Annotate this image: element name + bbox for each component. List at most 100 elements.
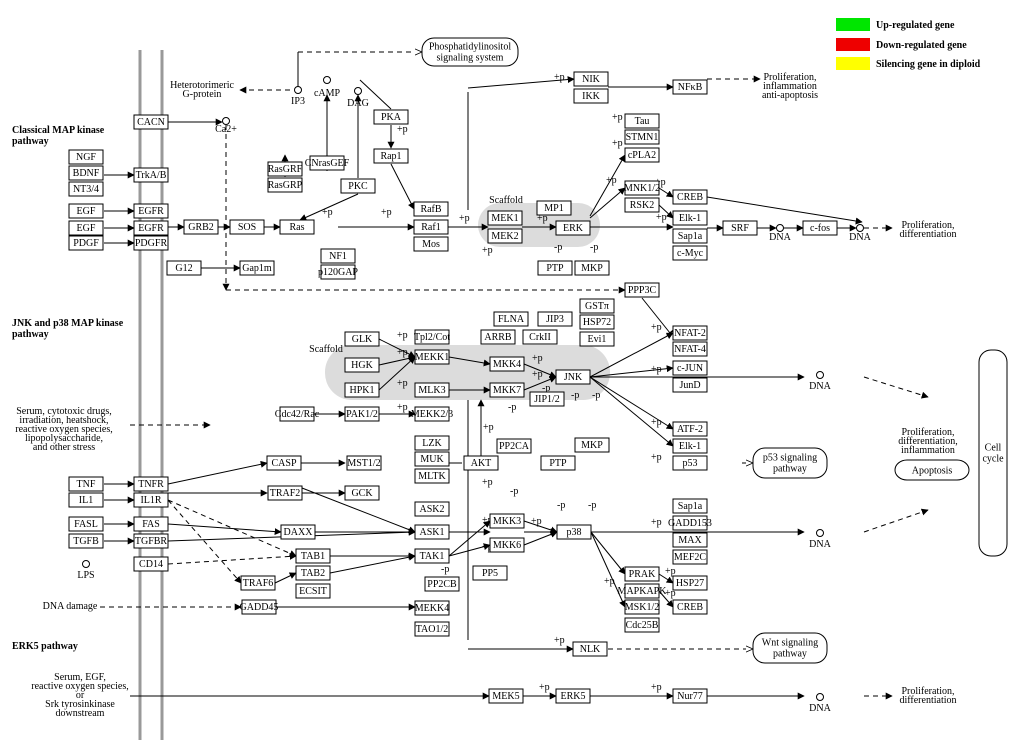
gene-node-mkp[interactable]: MKP [574, 260, 610, 276]
gene-node-traf6[interactable]: TRAF6 [240, 575, 276, 591]
gene-node-cnrasgef[interactable]: CNrasGEF [305, 155, 350, 171]
gene-node-elk-1[interactable]: Elk-1 [672, 438, 708, 454]
gene-node-lzk[interactable]: LZK [414, 435, 450, 451]
gene-node-creb[interactable]: CREB [672, 599, 708, 615]
gene-node-stmn1[interactable]: STMN1 [624, 129, 660, 145]
gene-node-rasgrf[interactable]: RasGRF [267, 161, 303, 177]
gene-node-gadd45[interactable]: GADD45 [240, 599, 279, 615]
gene-node-c-myc[interactable]: c-Myc [672, 245, 708, 261]
gene-node-nf1[interactable]: NF1 [320, 248, 356, 264]
gene-node-erk5[interactable]: ERK5 [555, 688, 591, 704]
gene-node-fasl[interactable]: FASL [68, 516, 104, 532]
gene-node-creb[interactable]: CREB [672, 189, 708, 205]
gene-node-tpl2-cot[interactable]: Tpl2/Cot [414, 329, 450, 345]
gene-node-ptp[interactable]: PTP [537, 260, 573, 276]
gene-node-jund[interactable]: JunD [672, 377, 708, 393]
gene-node-casp[interactable]: CASP [266, 455, 302, 471]
gene-node-rsk2[interactable]: RSK2 [624, 197, 660, 213]
gene-node-pp5[interactable]: PP5 [472, 565, 508, 581]
gene-node-erk[interactable]: ERK [555, 220, 591, 236]
gene-node-gst[interactable]: GSTπ [579, 298, 615, 314]
gene-node-mst1-2[interactable]: MST1/2 [346, 455, 382, 471]
gene-node-arrb[interactable]: ARRB [480, 329, 516, 345]
gene-node-daxx[interactable]: DAXX [280, 524, 316, 540]
gene-node-sap1a[interactable]: Sap1a [672, 498, 708, 514]
gene-node-pp2cb[interactable]: PP2CB [424, 576, 460, 592]
gene-node-mnk1-2[interactable]: MNK1/2 [624, 180, 660, 196]
gene-node-mkp[interactable]: MKP [574, 437, 610, 453]
gene-node-elk-1[interactable]: Elk-1 [672, 210, 708, 226]
gene-node-jip1-2[interactable]: JIP1/2 [529, 391, 565, 407]
gene-node-mekk1[interactable]: MEKK1 [414, 349, 450, 365]
gene-node-ppp3c[interactable]: PPP3C [624, 282, 660, 298]
gene-node-p53[interactable]: p53 [672, 455, 708, 471]
gene-node-nf-b[interactable]: NFκB [672, 79, 708, 95]
gene-node-max[interactable]: MAX [672, 532, 708, 548]
gene-node-sap1a[interactable]: Sap1a [672, 228, 708, 244]
gene-node-il1r[interactable]: IL1R [133, 492, 169, 508]
gene-node-flna[interactable]: FLNA [493, 311, 529, 327]
gene-node-fas[interactable]: FAS [133, 516, 169, 532]
gene-node-tau[interactable]: Tau [624, 113, 660, 129]
gene-node-akt[interactable]: AKT [463, 455, 499, 471]
gene-node-c-fos[interactable]: c-fos [802, 220, 838, 236]
gene-node-tgfb[interactable]: TGFB [68, 533, 104, 549]
gene-node-hpk1[interactable]: HPK1 [344, 382, 380, 398]
gene-node-cdc42-rac[interactable]: Cdc42/Rac [275, 406, 320, 422]
gene-node-pak1-2[interactable]: PAK1/2 [344, 406, 380, 422]
gene-node-mapkapk[interactable]: MAPKAPK [618, 583, 668, 599]
gene-node-nik[interactable]: NIK [573, 71, 609, 87]
gene-node-mek2[interactable]: MEK2 [487, 228, 523, 244]
gene-node-rasgrp[interactable]: RasGRP [267, 177, 303, 193]
gene-node-cacn[interactable]: CACN [133, 114, 169, 130]
gene-node-ikk[interactable]: IKK [573, 88, 609, 104]
gene-node-mkk4[interactable]: MKK4 [489, 356, 525, 372]
gene-node-gck[interactable]: GCK [344, 485, 380, 501]
gene-node-pdgfr[interactable]: PDGFR [133, 235, 169, 251]
gene-node-cdc25b[interactable]: Cdc25B [624, 617, 660, 633]
gene-node-p120gap[interactable]: p120GAP [318, 264, 358, 280]
gene-node-rap1[interactable]: Rap1 [373, 148, 409, 164]
gene-node-hgk[interactable]: HGK [344, 357, 380, 373]
gene-node-nfat-2[interactable]: NFAT-2 [672, 325, 708, 341]
gene-node-tak1[interactable]: TAK1 [414, 548, 450, 564]
gene-node-trka-b[interactable]: TrkA/B [133, 167, 169, 183]
gene-node-mekk2-3[interactable]: MEKK2/3 [411, 406, 453, 422]
linked-pathway-apoptosis[interactable]: Apoptosis [894, 459, 970, 481]
gene-node-pdgf[interactable]: PDGF [68, 235, 104, 251]
gene-node-pp2ca[interactable]: PP2CA [496, 438, 532, 454]
gene-node-mek1[interactable]: MEK1 [487, 210, 523, 226]
gene-node-srf[interactable]: SRF [722, 220, 758, 236]
gene-node-g12[interactable]: G12 [166, 260, 202, 276]
gene-node-mkk3[interactable]: MKK3 [489, 513, 525, 529]
gene-node-nur77[interactable]: Nur77 [672, 688, 708, 704]
gene-node-muk[interactable]: MUK [414, 451, 450, 467]
gene-node-ptp[interactable]: PTP [540, 455, 576, 471]
gene-node-il1[interactable]: IL1 [68, 492, 104, 508]
gene-node-gadd153[interactable]: GADD153 [668, 515, 712, 531]
gene-node-mp1[interactable]: MP1 [536, 200, 572, 216]
gene-node-glk[interactable]: GLK [344, 331, 380, 347]
gene-node-ras[interactable]: Ras [279, 219, 315, 235]
gene-node-hsp72[interactable]: HSP72 [579, 314, 615, 330]
gene-node-mekk4[interactable]: MEKK4 [414, 600, 450, 616]
gene-node-p38[interactable]: p38 [556, 524, 592, 540]
gene-node-pka[interactable]: PKA [373, 109, 409, 125]
gene-node-mkk6[interactable]: MKK6 [489, 537, 525, 553]
gene-node-tab2[interactable]: TAB2 [295, 565, 331, 581]
gene-node-mltk[interactable]: MLTK [414, 468, 450, 484]
gene-node-evi1[interactable]: Evi1 [579, 331, 615, 347]
gene-node-ask2[interactable]: ASK2 [414, 501, 450, 517]
gene-node-jip3[interactable]: JIP3 [537, 311, 573, 327]
gene-node-atf-2[interactable]: ATF-2 [672, 421, 708, 437]
gene-node-crkii[interactable]: CrkII [522, 329, 558, 345]
gene-node-jnk[interactable]: JNK [555, 369, 591, 385]
gene-node-nlk[interactable]: NLK [572, 641, 608, 657]
gene-node-cpla2[interactable]: cPLA2 [624, 147, 660, 163]
gene-node-prak[interactable]: PRAK [624, 566, 660, 582]
gene-node-ask1[interactable]: ASK1 [414, 524, 450, 540]
